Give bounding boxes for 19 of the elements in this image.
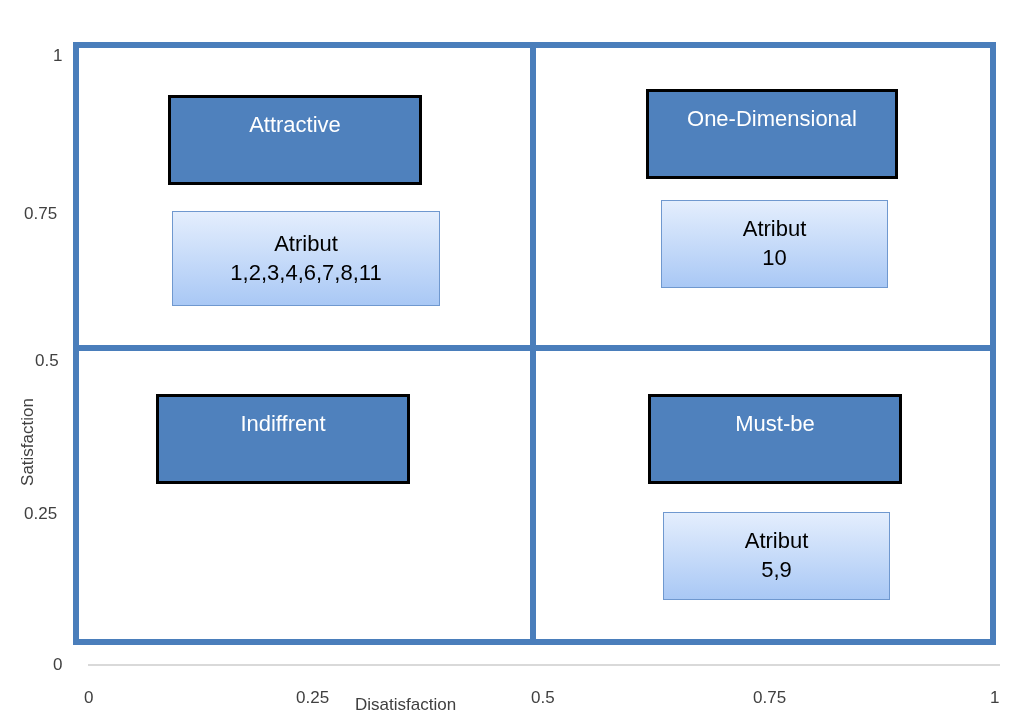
axis-tick-label: 0.25	[24, 504, 58, 524]
axis-tick-label: 0.25	[296, 688, 330, 708]
axis-tick-label: 0.5	[35, 351, 59, 371]
axis-title: Satisfaction	[17, 398, 38, 486]
axis-tick-label: 0.5	[531, 688, 555, 708]
attribute-box: Atribut 1,2,3,4,6,7,8,11	[172, 211, 440, 306]
attribute-box: Atribut 10	[661, 200, 888, 288]
axis-tick-label: 0	[53, 655, 63, 675]
axis-tick-label: 1	[53, 46, 63, 66]
axis-tick-label: 0.75	[753, 688, 787, 708]
axis-title: Disatisfaction	[355, 695, 457, 715]
category-box: Attractive	[168, 95, 422, 185]
attribute-box: Atribut 5,9	[663, 512, 890, 600]
category-box: Must-be	[648, 394, 902, 484]
category-box: One-Dimensional	[646, 89, 898, 179]
axis-tick-label: 0.75	[24, 204, 58, 224]
axis-tick-label: 1	[990, 688, 1000, 708]
category-box: Indiffrent	[156, 394, 410, 484]
axis-tick-label: 0	[84, 688, 94, 708]
